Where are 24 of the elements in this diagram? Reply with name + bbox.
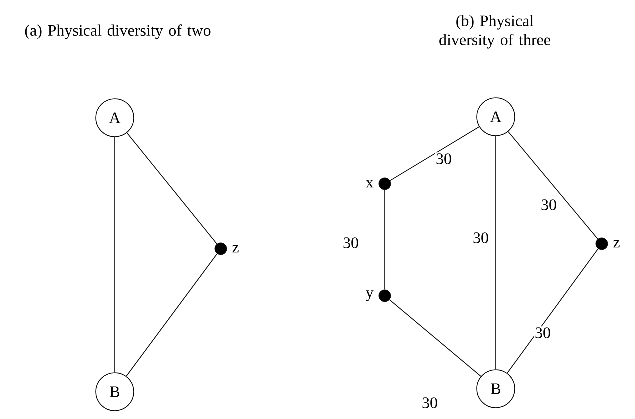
node-dot — [214, 242, 228, 256]
line — [507, 248, 599, 374]
node-label: y — [366, 290, 374, 302]
line — [389, 300, 482, 377]
edge-label: 30 — [540, 198, 558, 212]
panel-title: (b) Physical diversity of three — [440, 15, 550, 49]
edge-label: 30 — [472, 232, 490, 244]
node-label: x — [366, 180, 374, 188]
node-dot — [378, 178, 392, 190]
node-label: z — [232, 245, 239, 253]
line — [390, 126, 480, 182]
edge-label: 30 — [342, 236, 360, 250]
node-label: z — [614, 240, 620, 248]
line — [384, 190, 386, 290]
line — [126, 132, 218, 245]
node-dot — [378, 290, 392, 302]
line — [126, 254, 218, 377]
line — [114, 137, 116, 373]
edge-label: 30 — [435, 152, 453, 166]
edge-label: 30 — [421, 396, 439, 410]
edge-label: 30 — [534, 326, 552, 340]
node-dot — [596, 238, 608, 250]
panel-title: (a) Physical diversity of two — [25, 24, 211, 40]
line — [508, 131, 598, 240]
